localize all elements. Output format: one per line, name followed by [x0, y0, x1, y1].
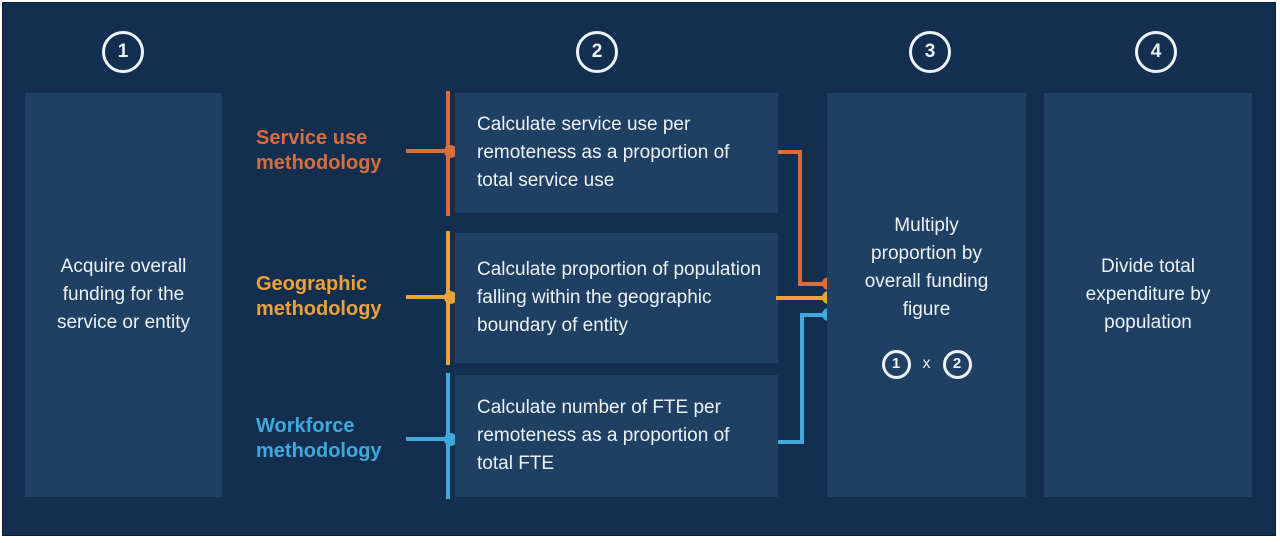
geographic-methodology-label: Geographic methodology	[256, 272, 416, 322]
step4-panel: Divide total expenditure by population	[1044, 93, 1252, 497]
step3-panel: Multiply proportion by overall funding f…	[827, 93, 1026, 497]
step-circle-2: 2	[576, 31, 618, 73]
geographic-methodology-text: Geographic methodology	[256, 273, 382, 320]
service-out-line-v	[798, 150, 802, 286]
formula: 1 x 2	[881, 349, 972, 379]
step-number-4: 4	[1150, 41, 1162, 62]
service-vertical-line	[446, 91, 450, 216]
workforce-vertical-line	[446, 373, 450, 499]
geographic-connector-line	[406, 295, 450, 299]
workforce-out-line-h2	[800, 313, 828, 317]
formula-circle-2: 2	[942, 349, 972, 379]
step1-text: Acquire overall funding for the service …	[56, 256, 191, 333]
step-number-2: 2	[591, 41, 603, 62]
workforce-out-line-v	[800, 313, 804, 444]
service-use-panel: Calculate service use per remoteness as …	[455, 93, 778, 213]
workforce-connector-line	[406, 437, 450, 441]
step1-panel: Acquire overall funding for the service …	[25, 93, 222, 497]
step-number-3: 3	[924, 41, 936, 62]
geographic-out-line	[776, 296, 828, 300]
service-use-methodology-text: Service use methodology	[256, 127, 382, 174]
geographic-vertical-line	[446, 231, 450, 365]
formula-left-number: 1	[891, 355, 901, 372]
workforce-panel: Calculate number of FTE per remoteness a…	[455, 375, 778, 497]
step-circle-3: 3	[909, 31, 951, 73]
step-circle-1: 1	[102, 31, 144, 73]
multiply-operator: x	[922, 355, 931, 372]
step4-text: Divide total expenditure by population	[1085, 256, 1211, 333]
workforce-methodology-label: Workforce methodology	[256, 414, 416, 464]
workforce-text: Calculate number of FTE per remoteness a…	[477, 397, 730, 474]
service-use-text: Calculate service use per remoteness as …	[477, 114, 730, 191]
geographic-panel: Calculate proportion of population falli…	[455, 233, 778, 363]
step-number-1: 1	[117, 41, 129, 62]
step-circle-4: 4	[1135, 31, 1177, 73]
step3-text: Multiply proportion by overall funding f…	[864, 214, 989, 320]
service-out-line-h1	[778, 150, 802, 154]
service-use-methodology-label: Service use methodology	[256, 126, 416, 176]
workforce-methodology-text: Workforce methodology	[256, 415, 382, 462]
geographic-text: Calculate proportion of population falli…	[477, 259, 762, 336]
workforce-out-line-h1	[778, 440, 804, 444]
service-out-line-h2	[798, 282, 828, 286]
service-connector-line	[406, 149, 450, 153]
formula-right-number: 2	[952, 355, 962, 372]
formula-circle-1: 1	[881, 349, 911, 379]
